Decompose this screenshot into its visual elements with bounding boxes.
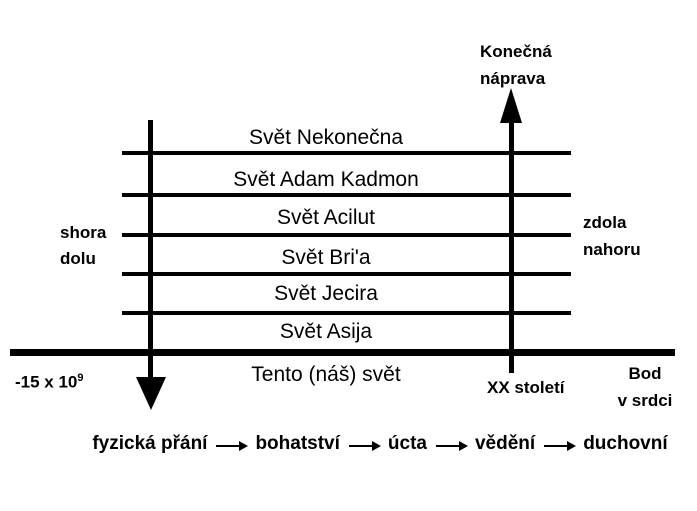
bottom-up-line2: nahoru	[583, 240, 641, 259]
timeline-start-base: -15 x 10	[15, 372, 78, 392]
chain-item-honor: úcta	[387, 433, 427, 454]
world-label-adam-kadmon: Svět Adam Kadmon	[233, 168, 419, 191]
right-arrow-icon	[544, 440, 577, 451]
world-separator-line	[122, 193, 571, 197]
world-label-jecira: Svět Jecira	[274, 282, 378, 305]
point-in-heart-line1: Bod	[628, 364, 662, 383]
down-arrow-icon	[136, 377, 166, 410]
right-arrow-icon	[216, 440, 249, 451]
timeline-start-exponent: 9	[77, 372, 84, 384]
world-separator-line	[122, 272, 571, 276]
top-down-label: shora dolu	[60, 220, 106, 272]
final-correction-line2: náprava	[480, 69, 546, 88]
chain-item-wealth: bohatství	[255, 433, 340, 454]
world-separator-line	[122, 311, 571, 315]
up-arrow-shaft	[509, 121, 514, 373]
final-correction-label: Konečná náprava	[480, 38, 552, 92]
point-in-heart-label: Bod v srdci	[610, 360, 680, 414]
top-down-line2: dolu	[60, 249, 96, 268]
up-arrow-icon	[500, 88, 522, 123]
timeline-present-label: XX století	[487, 378, 565, 397]
right-arrow-icon	[348, 440, 381, 451]
world-separator-line	[122, 233, 571, 237]
this-world-label: Tento (náš) svět	[251, 363, 401, 386]
chain-item-physical-desires: fyzická přání	[92, 433, 208, 454]
timeline-axis	[10, 349, 675, 356]
chain-item-spiritual: duchovní	[583, 433, 668, 454]
desire-chain: fyzická přání bohatství úcta vědění duch…	[63, 433, 697, 455]
down-arrow-shaft	[148, 120, 153, 378]
world-label-nekonecna: Svět Nekonečna	[248, 126, 404, 149]
top-down-line1: shora	[60, 223, 107, 242]
world-label-acilut: Svět Acilut	[276, 206, 376, 229]
final-correction-line1: Konečná	[480, 42, 552, 61]
timeline-start-label: -15 x 109	[15, 365, 84, 396]
bottom-up-label: zdola nahoru	[583, 209, 641, 263]
world-label-bria: Svět Bri'a	[281, 246, 371, 269]
right-arrow-icon	[435, 440, 468, 451]
chain-item-knowledge: vědění	[474, 433, 536, 454]
point-in-heart-line2: v srdci	[617, 391, 673, 410]
bottom-up-line1: zdola	[583, 213, 627, 232]
world-separator-line	[122, 151, 571, 155]
world-label-asija: Svět Asija	[279, 320, 373, 343]
